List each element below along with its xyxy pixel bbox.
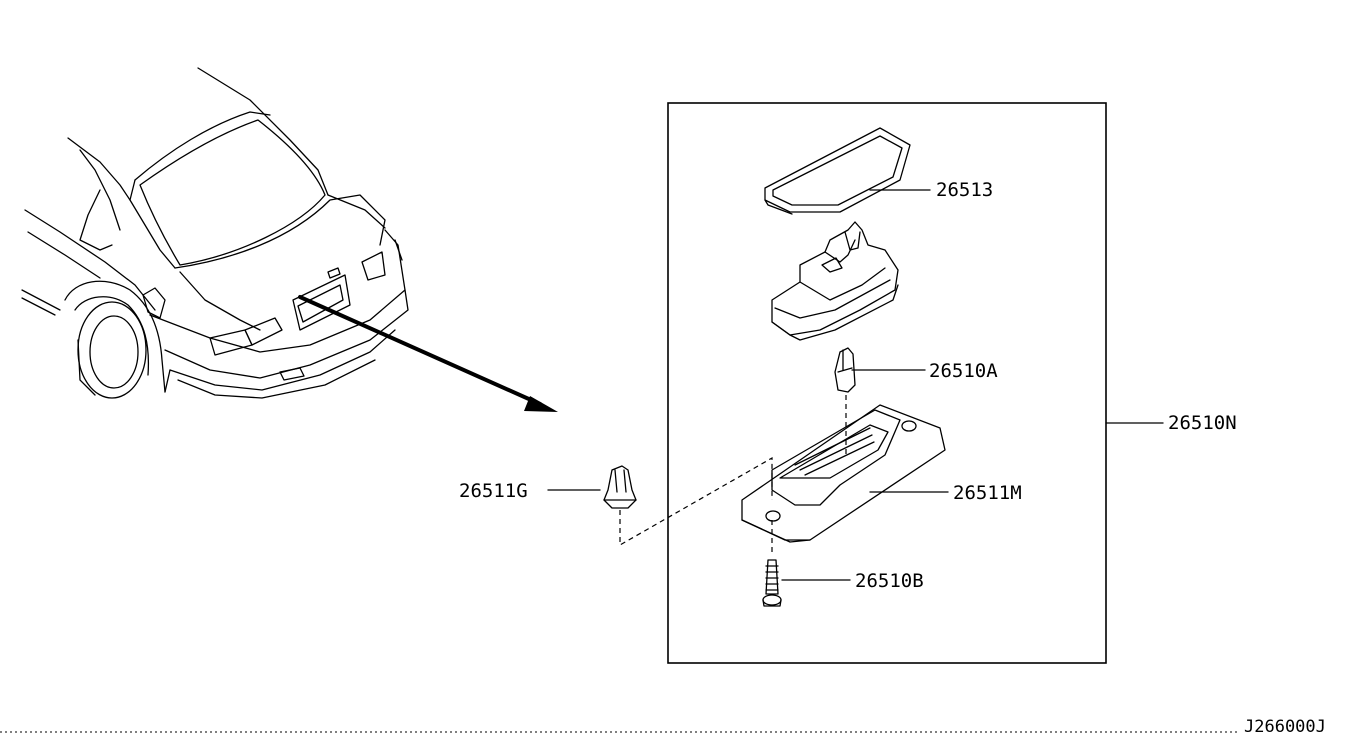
label-26510b: 26510B: [855, 570, 924, 592]
diagram-code: J266000J: [1244, 717, 1326, 736]
leader-lines: [547, 189, 1164, 581]
label-26510a: 26510A: [929, 360, 998, 382]
lamp-housing-part: [771, 221, 899, 341]
assembly-box: [667, 102, 1107, 664]
callout-arrow: [298, 295, 558, 412]
label-26511m: 26511M: [953, 482, 1022, 504]
base-part: [741, 404, 946, 543]
label-26513: 26513: [936, 179, 993, 201]
screw-part: [762, 520, 782, 607]
label-26511g: 26511G: [459, 480, 528, 502]
label-26510n: 26510N: [1168, 412, 1237, 434]
clip-part: [603, 465, 637, 509]
car-rear-illustration: [21, 67, 409, 399]
lens-part: [764, 127, 911, 215]
bulb-part: [834, 347, 856, 458]
